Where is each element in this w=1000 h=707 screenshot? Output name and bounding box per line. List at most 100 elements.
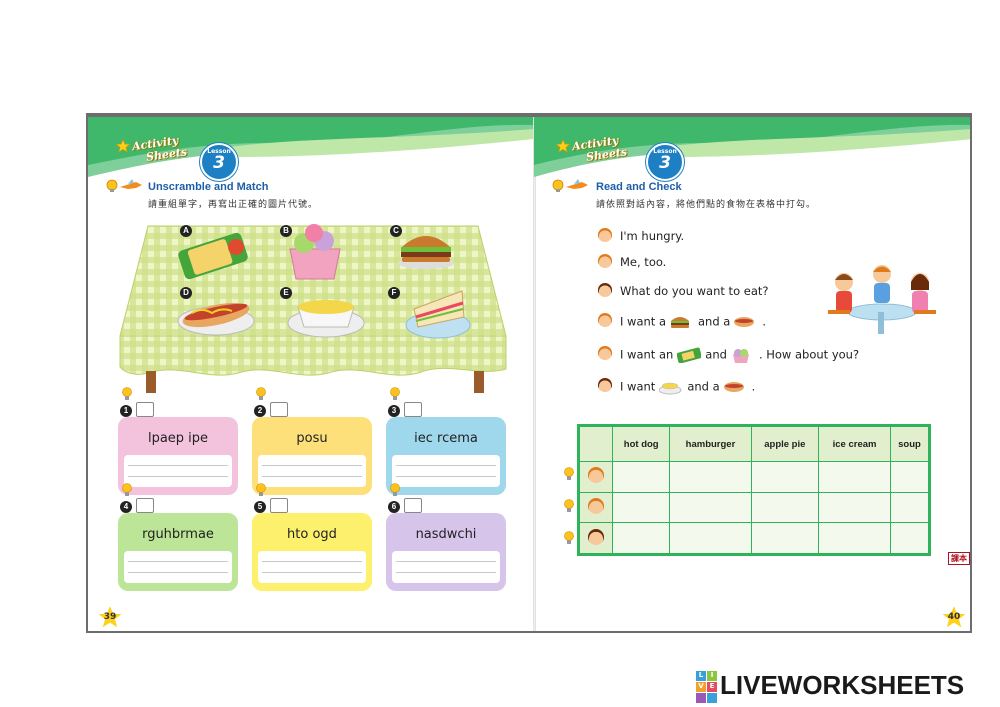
instruction-text: 請依照對話內容，將他們點的食物在表格中打勾。 [596,200,817,210]
card-number: 6 [388,501,400,513]
table-row [579,522,930,554]
speaker-face-icon [598,254,612,268]
logo-letter-i: I [707,671,717,681]
word-card: hto ogd [252,513,372,591]
check-cell[interactable] [750,522,820,554]
dialogue-line: Me, too. [620,255,666,269]
check-cell[interactable] [818,461,891,493]
star-icon [556,139,570,153]
answer-letter-box[interactable] [136,402,154,417]
textbook-tag: 課本 [948,552,970,565]
right-page: Activity Sheets Lesson 3 Read and Check … [534,117,970,631]
header-corner-cell [579,426,613,462]
table-row [579,461,930,493]
lightbulb-icon [564,467,574,480]
word-card: posu [252,417,372,495]
answer-letter-box[interactable] [270,498,288,513]
dialogue-text: . [751,379,756,394]
dialogue-text: and [705,347,727,362]
lightbulb-icon [256,483,266,496]
row-face-cell [579,461,613,493]
dialogue-line: I'm hungry. [620,229,684,243]
check-cell[interactable] [611,522,671,554]
card-number: 3 [388,405,400,417]
logo-mark: L I V E [696,671,717,703]
liveworksheets-logo: L I V E LIVEWORKSHEETS [696,669,965,703]
check-cell[interactable] [889,461,930,493]
dialogue-text: Me, too. [620,255,667,269]
speaker-face-icon [598,283,612,297]
card-number: 5 [254,501,266,513]
logo-letter-v: V [696,682,706,692]
scrambled-word: hto ogd [287,527,337,542]
row-face-cell [579,522,613,554]
check-cell[interactable] [611,461,671,493]
word-card: rguhbrmae [118,513,238,591]
answer-write-line[interactable] [258,455,366,487]
answer-letter-box[interactable] [136,498,154,513]
check-cell[interactable] [669,491,752,524]
answer-letter-box[interactable] [270,402,288,417]
lesson-number: 3 [213,153,225,173]
word-card: nasdwchi [386,513,506,591]
check-cell[interactable] [669,461,752,493]
scrambled-word: iec rcema [414,431,478,446]
speaker-face-icon [588,528,604,545]
check-cell[interactable] [818,491,891,524]
food-letter-d: D [180,287,192,299]
lesson-number: 3 [659,153,671,173]
check-cell[interactable] [611,491,671,524]
column-header-hot-dog: hot dog [611,426,671,462]
dialogue-text: . How about you? [758,347,860,362]
speaker-face-icon [598,313,612,327]
answer-letter-box[interactable] [404,498,422,513]
section-title: Read and Check [596,181,682,193]
scrambled-word: nasdwchi [415,527,477,542]
worksheet-book: Activity Sheets Lesson 3 Unscramble and … [86,113,972,633]
column-header-apple-pie: apple pie [750,426,820,462]
check-cell[interactable] [669,522,752,554]
check-cell[interactable] [889,522,930,554]
dialogue-text: and a [687,379,720,394]
speaker-face-icon [588,467,604,484]
lesson-badge: Lesson 3 [646,143,684,181]
table-row [579,491,930,524]
instruction-text: 請重組單字，再寫出正確的圖片代號。 [148,200,319,210]
lightbulb-icon [564,499,574,512]
answer-letter-box[interactable] [404,402,422,417]
card-number: 1 [120,405,132,417]
food-letter-e: E [280,287,292,299]
food-letter-b: B [280,225,292,237]
hot-dog-picture [177,302,255,336]
word-card: lpaep ipe [118,417,238,495]
hot-dog-icon [723,382,744,392]
ice-cream-picture [289,224,341,280]
page-star-icon [98,606,122,628]
right-banner [534,117,970,177]
check-cell[interactable] [889,491,930,524]
answer-write-line[interactable] [124,551,232,583]
answer-write-line[interactable] [124,455,232,487]
check-cell[interactable] [750,491,820,524]
dialogue-text: I'm hungry. [620,229,685,243]
lesson-badge: Lesson 3 [200,143,238,181]
answer-write-line[interactable] [258,551,366,583]
lesson-word: Lesson [207,148,231,155]
speaker-face-icon [598,346,612,360]
lightbulb-icon [122,483,132,496]
check-cell[interactable] [818,522,891,554]
lesson-word: Lesson [653,148,677,155]
answer-write-line[interactable] [392,551,500,583]
logo-text: LIVEWORKSHEETS [720,669,965,700]
star-icon [116,139,130,153]
word-card: iec rcema [386,417,506,495]
lightbulb-icon [256,387,266,400]
answer-write-line[interactable] [392,455,500,487]
page-star-icon [942,606,966,628]
food-letter-a: A [180,225,192,237]
speaker-face-icon [598,228,612,242]
check-cell[interactable] [750,461,820,493]
